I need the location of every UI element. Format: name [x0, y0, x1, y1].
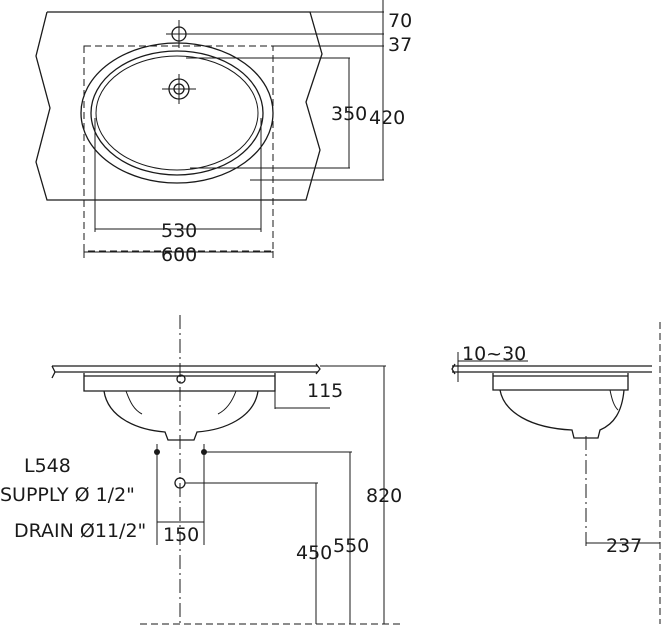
overflow-icon	[176, 374, 186, 384]
basin-rim-inner	[90, 50, 264, 176]
front-basin-bowl	[103, 390, 259, 441]
dim-150-label: 150	[163, 524, 199, 546]
drain-icon	[162, 74, 196, 104]
dim-550-label: 550	[333, 535, 369, 557]
dim-115-label: 115	[307, 380, 343, 402]
supply-right-icon	[201, 444, 207, 545]
dim-10-30-label: 10~30	[462, 343, 526, 365]
countertop-outline	[35, 11, 323, 201]
dim-820-label: 820	[366, 485, 402, 507]
dim-350-label: 350	[331, 103, 367, 125]
supply-label: SUPPLY Ø 1/2"	[0, 484, 135, 506]
basin-rim-outer	[80, 42, 274, 184]
top-view: 70 37 350 420 530 600	[35, 0, 412, 266]
side-basin-rim	[492, 373, 629, 391]
dim-37-label: 37	[388, 34, 412, 56]
side-basin-bowl	[499, 389, 625, 439]
basin-bowl	[95, 55, 259, 171]
dim-450-label: 450	[296, 542, 332, 564]
dim-237-label: 237	[606, 535, 642, 557]
dim-530-label: 530	[161, 220, 197, 242]
model-label: L548	[24, 455, 71, 477]
dim-600-label: 600	[161, 244, 197, 266]
dim-420-label: 420	[369, 107, 405, 129]
supply-left-icon	[154, 444, 160, 545]
front-view: 150 115 820 550 450 L548 SUPPLY Ø 1/2" D…	[0, 315, 402, 625]
side-view: 10~30 237	[451, 322, 661, 624]
front-countertop	[51, 365, 56, 379]
drain-label: DRAIN Ø11/2"	[14, 520, 146, 542]
front-basin-rim	[83, 373, 276, 392]
dim-70-label: 70	[388, 10, 412, 32]
